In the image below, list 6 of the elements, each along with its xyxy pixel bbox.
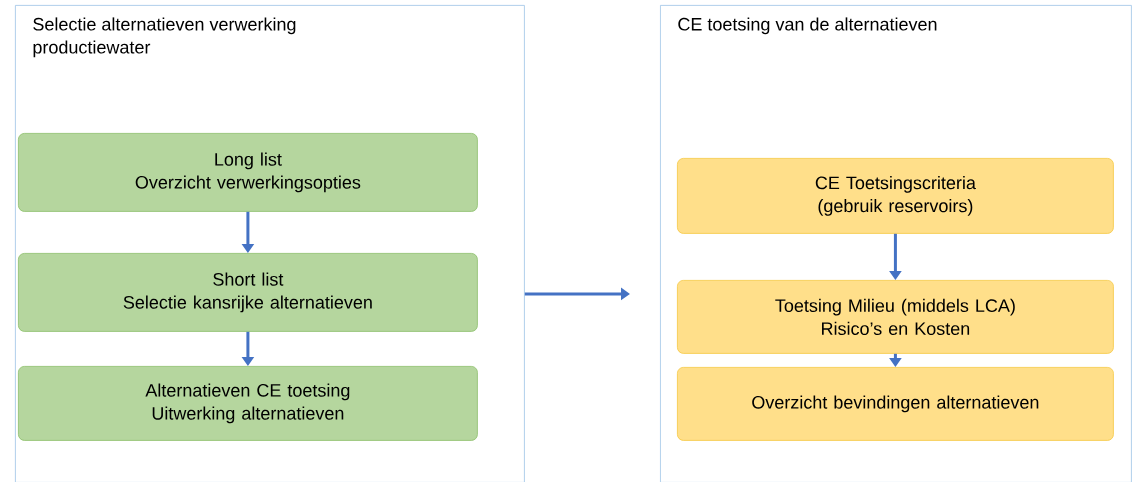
process-box: Long list Overzicht verwerkingsopties: [18, 133, 478, 212]
process-box: CE Toetsingscriteria (gebruik reservoirs): [677, 158, 1114, 234]
process-box: Alternatieven CE toetsing Uitwerking alternatieven: [18, 366, 478, 441]
process-box: Toetsing Milieu (middels LCA) Risico’s en Kosten: [677, 280, 1114, 354]
process-box: Short list Selectie kansrijke alternatieven: [18, 253, 478, 332]
process-box: Overzicht bevindingen alternatieven: [677, 367, 1114, 441]
